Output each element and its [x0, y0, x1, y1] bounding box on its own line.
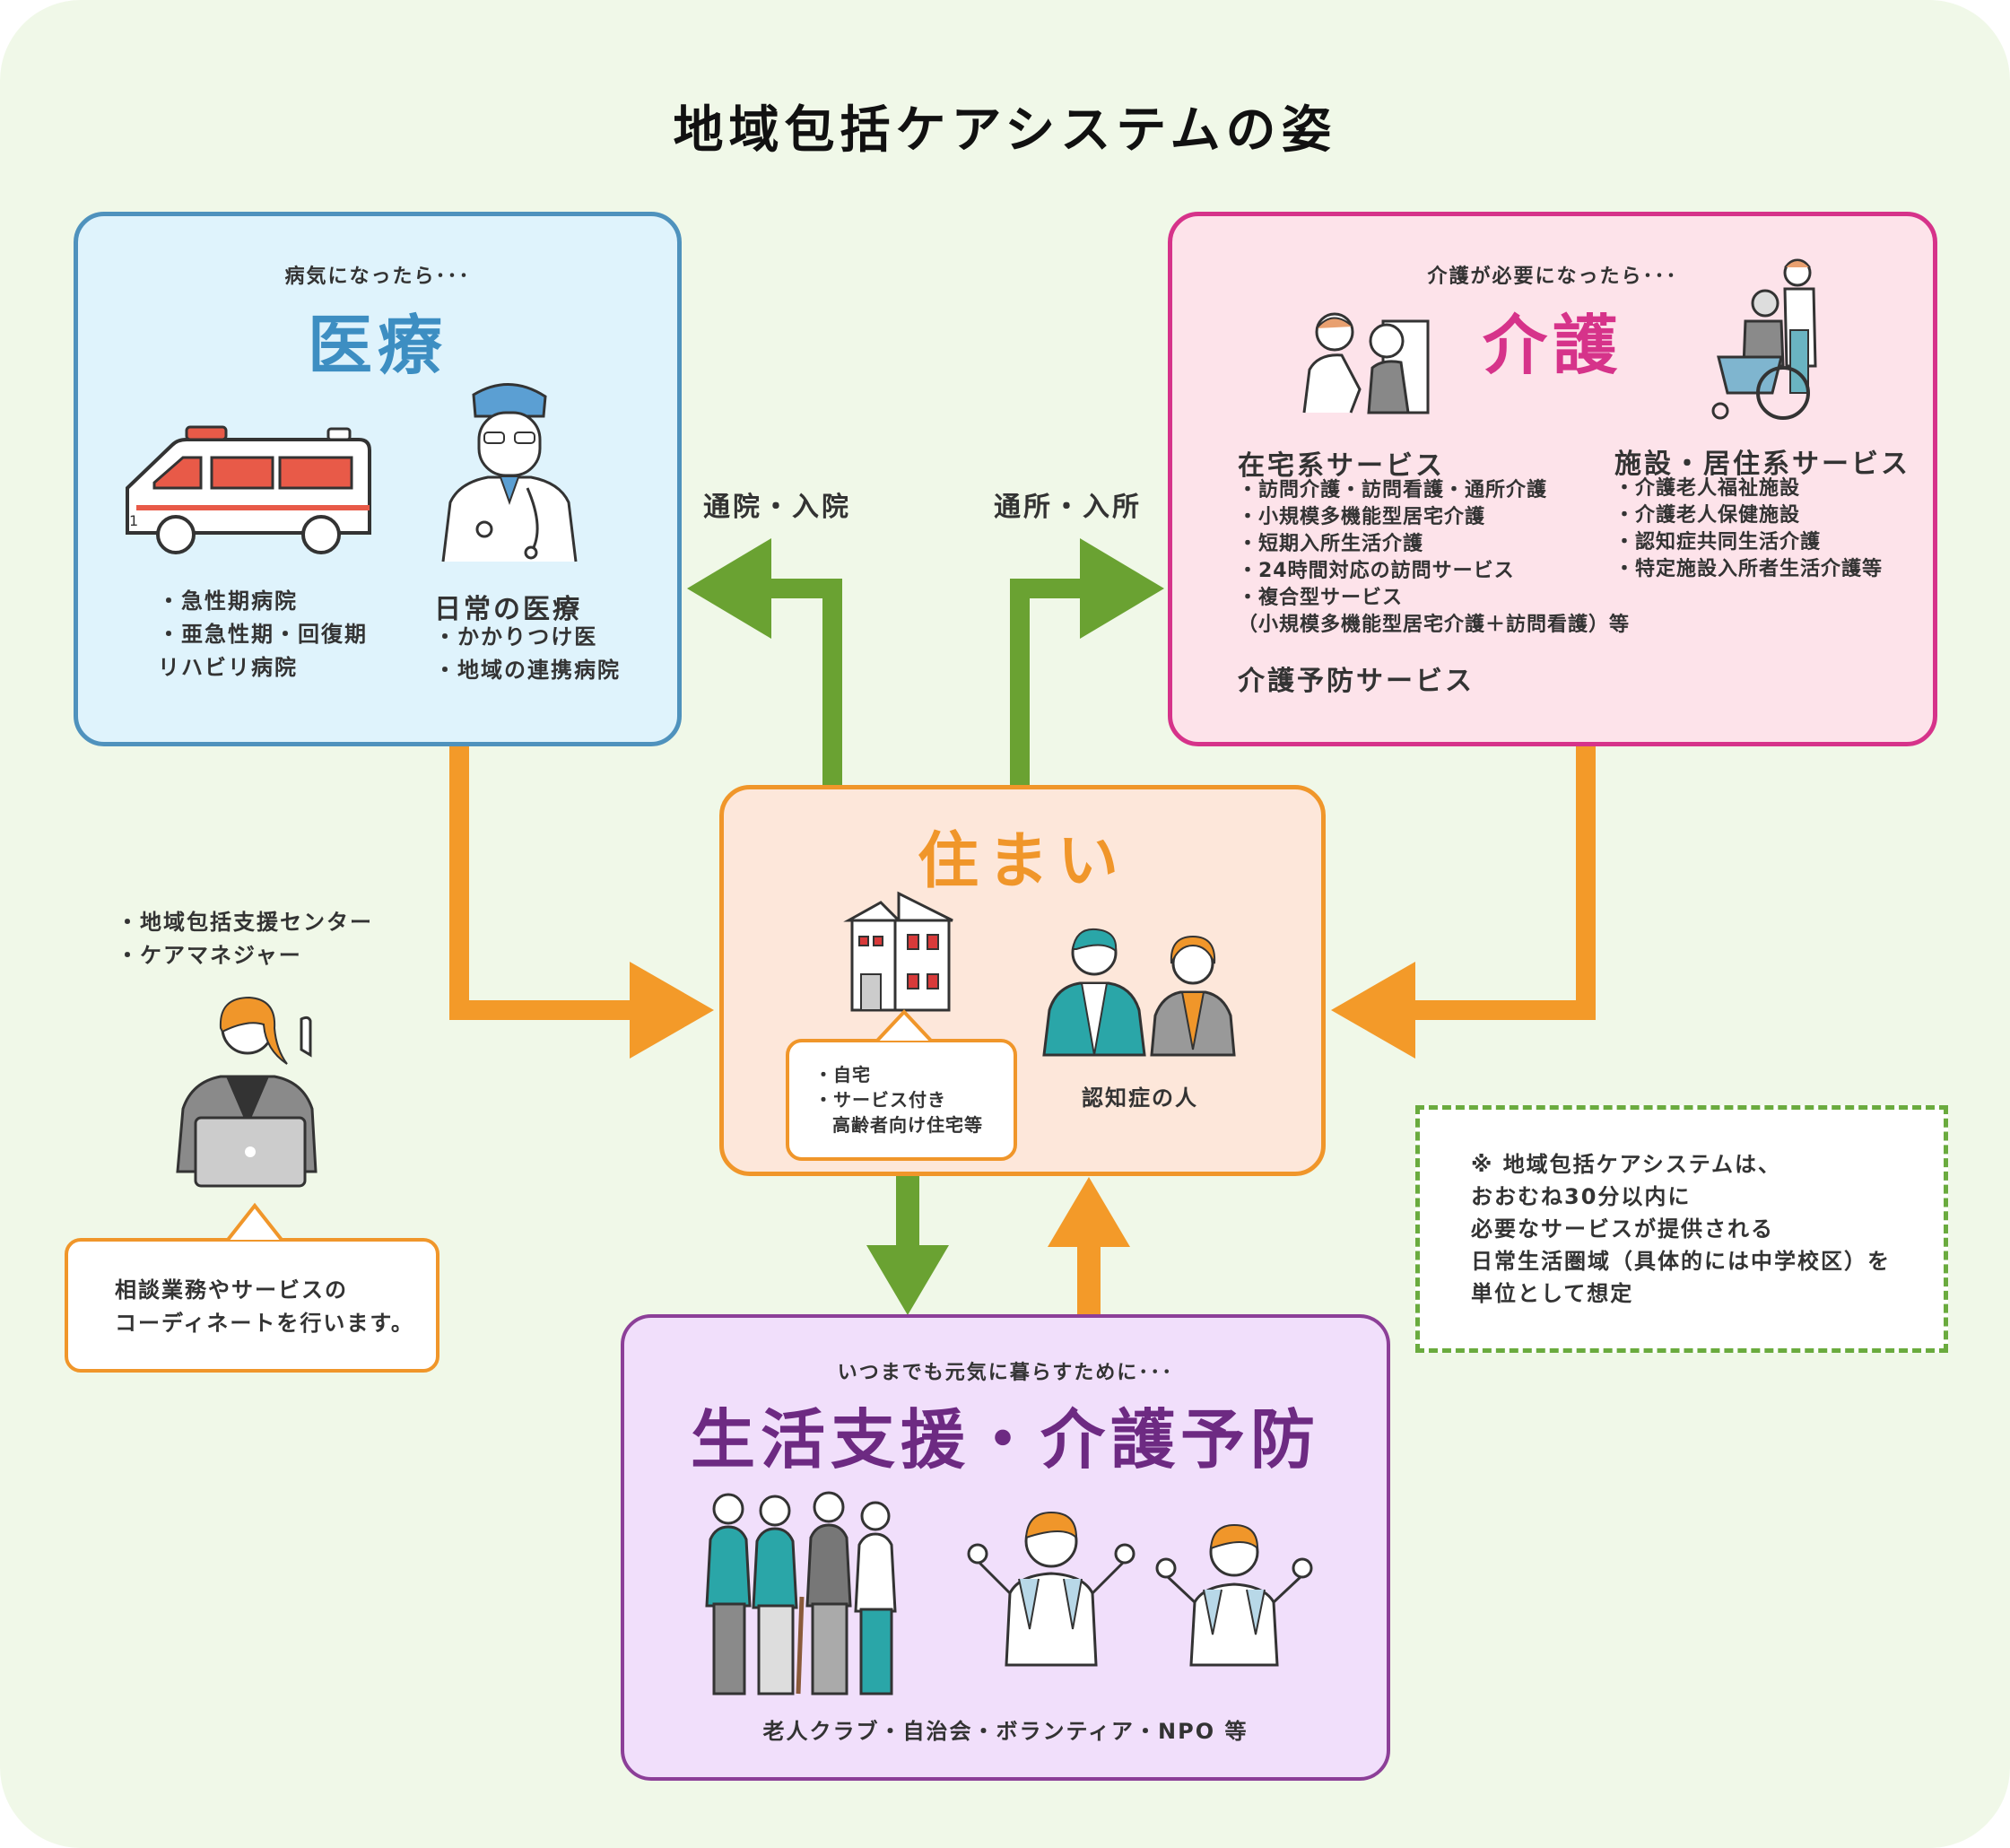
support-center-item-2: ・ケアマネジャー [117, 943, 302, 968]
note-line-3: 必要なサービスが提供される [1471, 1216, 1774, 1242]
life-heading: 生活支援・介護予防 [690, 1402, 1320, 1478]
home-service-2: ・小規模多機能型居宅介護 [1238, 506, 1486, 528]
daily-medical-heading: 日常の医療 [434, 594, 582, 625]
arrow-to-medical [762, 579, 842, 789]
person-with-dementia-label: 認知症の人 [1082, 1085, 1198, 1111]
prevention-services-heading: 介護予防サービス [1238, 666, 1475, 697]
residence-item-2: ・サービス付き [814, 1089, 946, 1111]
page-title: 地域包括ケアシステムの姿 [673, 101, 1337, 160]
elderly-group-icon [705, 1491, 897, 1695]
hospital-item-1: ・急性期病院 [158, 588, 298, 614]
hospital-item-2: ・亜急性期・回復期 [158, 622, 368, 647]
arrow-medical-to-home [449, 746, 639, 1020]
consult-bubble-line-1: 相談業務やサービスの [115, 1277, 348, 1303]
life-footer: 老人クラブ・自治会・ボランティア・NPO 等 [762, 1719, 1249, 1744]
consult-bubble-tail [226, 1202, 283, 1242]
medical-heading: 医療 [307, 308, 448, 383]
active-people-icon [967, 1511, 1313, 1667]
hospital-item-3: リハビリ病院 [158, 655, 298, 680]
note-box [1415, 1105, 1948, 1353]
arrow-care-to-home-head [1331, 962, 1415, 1059]
facility-services-heading: 施設・居住系サービス [1614, 449, 1910, 480]
home-service-1: ・訪問介護・訪問看護・通所介護 [1238, 479, 1548, 501]
arrow-medical-to-home-head [630, 962, 714, 1059]
home-service-3: ・短期入所生活介護 [1238, 533, 1424, 555]
care-heading: 介護 [1482, 308, 1623, 383]
arrow-home-to-life-head [866, 1245, 949, 1315]
life-support-box [621, 1314, 1390, 1781]
residence-bubble-tail [875, 1009, 933, 1042]
care-manager-icon [176, 996, 318, 1188]
home-heading: 住まい [917, 826, 1127, 897]
elderly-couple-icon [1042, 928, 1236, 1057]
svg-text:1: 1 [129, 512, 138, 529]
residence-item-3: 高齢者向け住宅等 [832, 1114, 983, 1136]
care-caption: 介護が必要になったら･･･ [1427, 266, 1678, 288]
daily-item-1: ・かかりつけ医 [434, 624, 598, 649]
label-to-medical: 通院・入院 [703, 492, 851, 523]
facility-service-2: ・介護老人保健施設 [1614, 504, 1801, 527]
label-to-care: 通所・入所 [994, 492, 1142, 523]
note-line-5: 単位として想定 [1471, 1281, 1634, 1306]
caregiver-icon [1302, 312, 1430, 414]
note-line-1: ※ 地域包括ケアシステムは、 [1471, 1152, 1782, 1177]
arrow-to-care-head [1080, 538, 1164, 639]
consult-bubble-line-2: コーディネートを行います。 [115, 1311, 414, 1336]
note-line-2: おおむね30分以内に [1471, 1184, 1692, 1209]
facility-service-1: ・介護老人福祉施設 [1614, 477, 1801, 500]
medical-caption: 病気になったら･･･ [284, 266, 471, 288]
facility-service-3: ・認知症共同生活介護 [1614, 531, 1822, 554]
home-service-4: ・24時間対応の訪問サービス [1238, 560, 1515, 582]
medical-box [74, 212, 682, 746]
daily-item-2: ・地域の連携病院 [434, 658, 621, 683]
doctor-icon [441, 383, 578, 562]
arrow-life-to-home-head [1048, 1177, 1130, 1247]
ambulance-icon: 1 [126, 425, 371, 554]
arrow-to-medical-head [687, 538, 771, 639]
home-service-6: （小規模多機能型居宅介護＋訪問看護）等 [1238, 614, 1631, 636]
residence-bubble [786, 1039, 1017, 1161]
arrow-care-to-home [1406, 746, 1596, 1020]
house-icon [843, 891, 953, 1012]
home-service-5: ・複合型サービス [1238, 587, 1404, 609]
arrow-to-care [1010, 579, 1091, 789]
life-caption: いつまでも元気に暮らすために･･･ [837, 1362, 1174, 1384]
support-center-item-1: ・地域包括支援センター [117, 910, 373, 935]
note-line-4: 日常生活圏域（具体的には中学校区）を [1471, 1249, 1891, 1274]
wheelchair-icon [1711, 258, 1817, 420]
facility-service-4: ・特定施設入所者生活介護等 [1614, 558, 1884, 580]
consult-bubble [65, 1238, 439, 1373]
home-services-heading: 在宅系サービス [1238, 450, 1445, 482]
residence-item-1: ・自宅 [814, 1064, 871, 1085]
